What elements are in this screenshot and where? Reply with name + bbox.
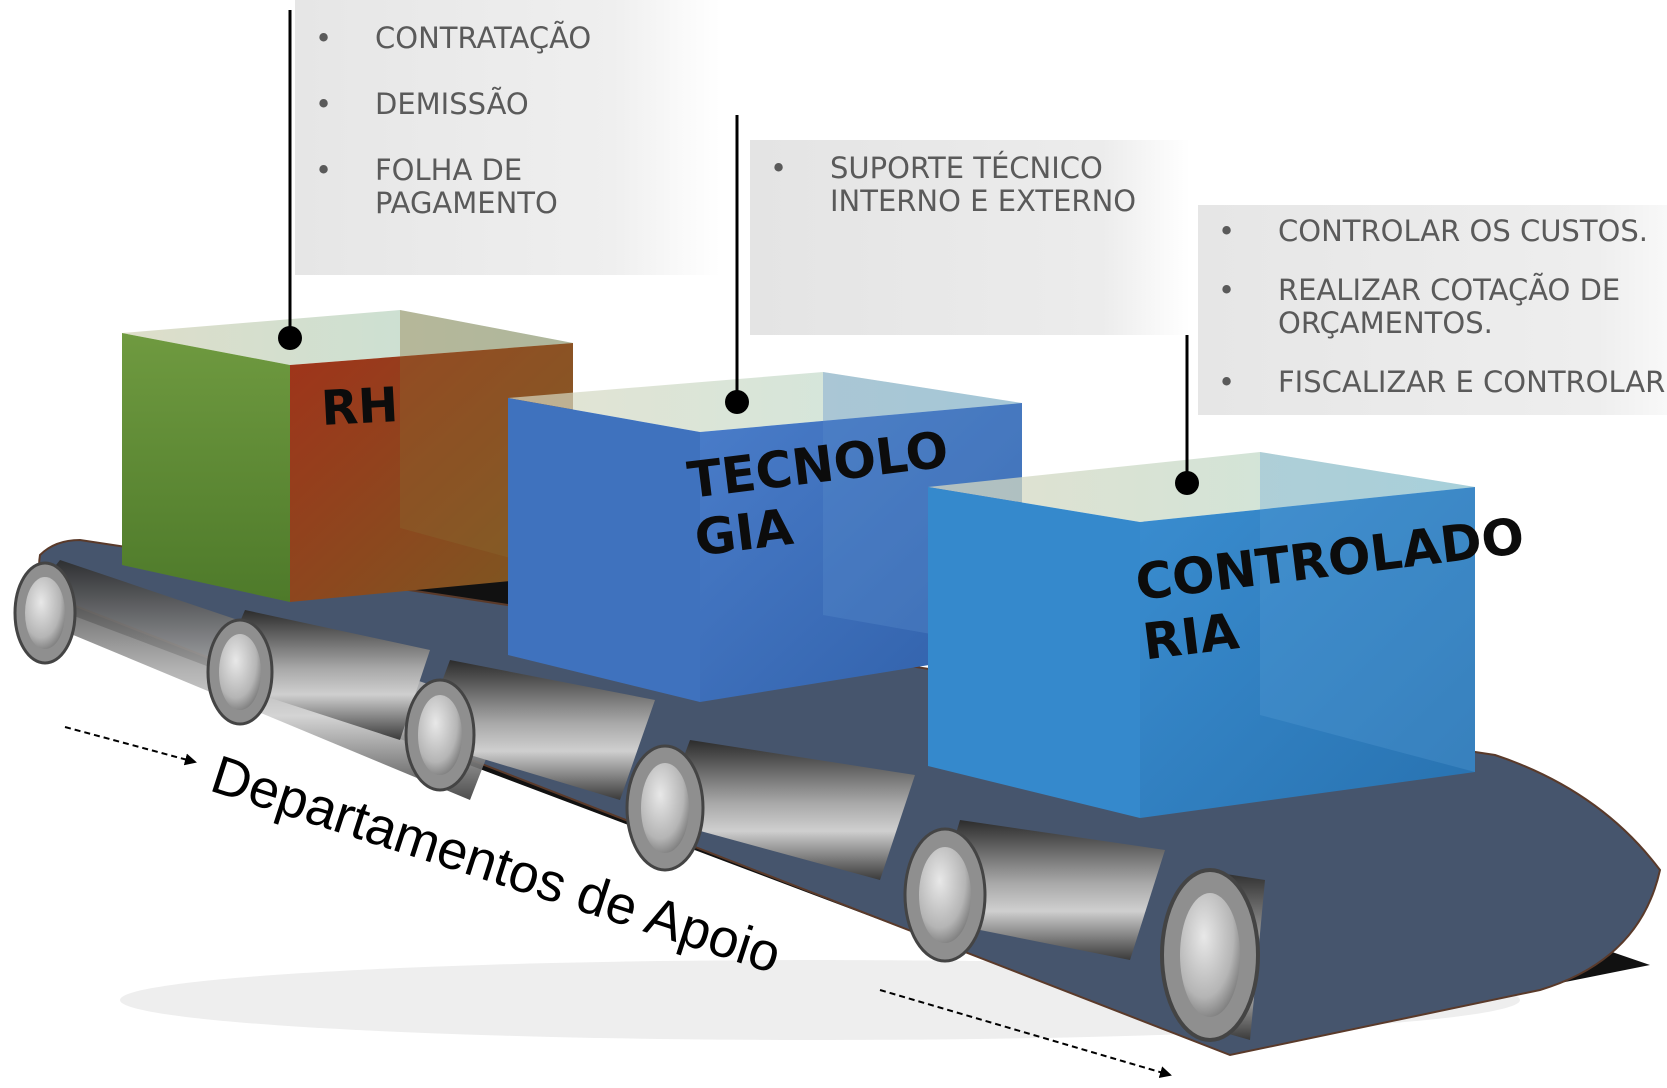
direction-arrow [879, 989, 1172, 1078]
direction-arrow [64, 726, 197, 766]
callout-controladoria: CONTROLAR OS CUSTOS. REALIZAR COTAÇÃO DEO… [1198, 205, 1667, 415]
box-label-rh: RH [320, 377, 400, 437]
box-controladoria [928, 452, 1475, 818]
callout-item: CONTRATAÇÃO [315, 22, 720, 56]
box-rh [122, 310, 573, 602]
anchor-dot [725, 390, 749, 414]
leader-line-rh [278, 10, 302, 350]
callout-list-controladoria: CONTROLAR OS CUSTOS. REALIZAR COTAÇÃO DEO… [1198, 205, 1667, 400]
callout-item: CONTROLAR OS CUSTOS. [1218, 215, 1667, 249]
roller [404, 660, 655, 800]
roller [625, 740, 915, 880]
callout-item: DEMISSÃO [315, 88, 720, 122]
leader-line-tecnologia [725, 115, 749, 414]
roller [1160, 868, 1265, 1042]
anchor-dot [278, 326, 302, 350]
anchor-dot [1175, 471, 1199, 495]
callout-item: FISCALIZAR E CONTROLAR [1218, 366, 1667, 400]
roller [206, 610, 430, 740]
roller [903, 820, 1165, 963]
